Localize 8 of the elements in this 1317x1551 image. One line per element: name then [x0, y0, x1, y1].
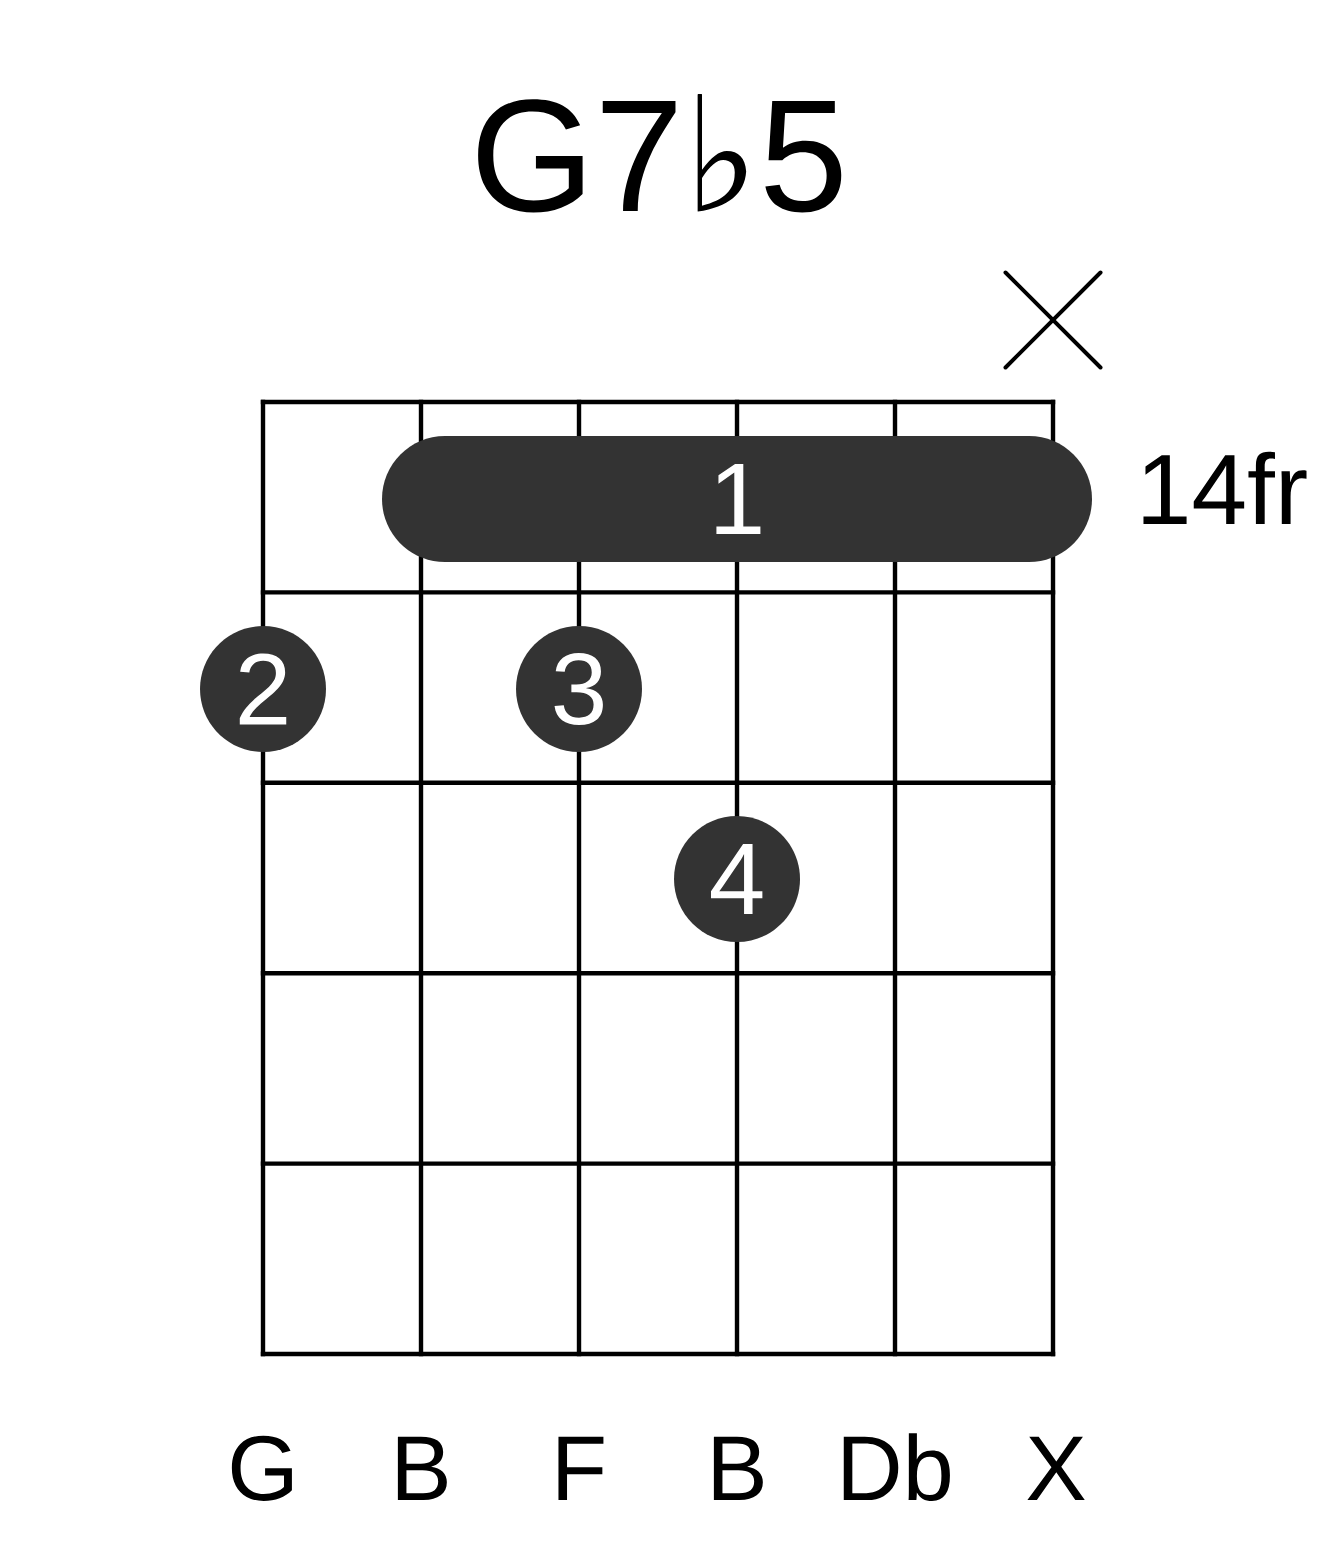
barre-bar: 1	[382, 436, 1092, 562]
note-name: B	[397, 1436, 447, 1500]
note-name: G	[231, 1435, 292, 1501]
note-name: X	[1027, 1436, 1085, 1500]
note-name: B	[713, 1436, 763, 1500]
note-name: F	[558, 1436, 604, 1500]
chord-title: G7♭5	[478, 94, 842, 213]
note-name: Db	[843, 1433, 950, 1501]
